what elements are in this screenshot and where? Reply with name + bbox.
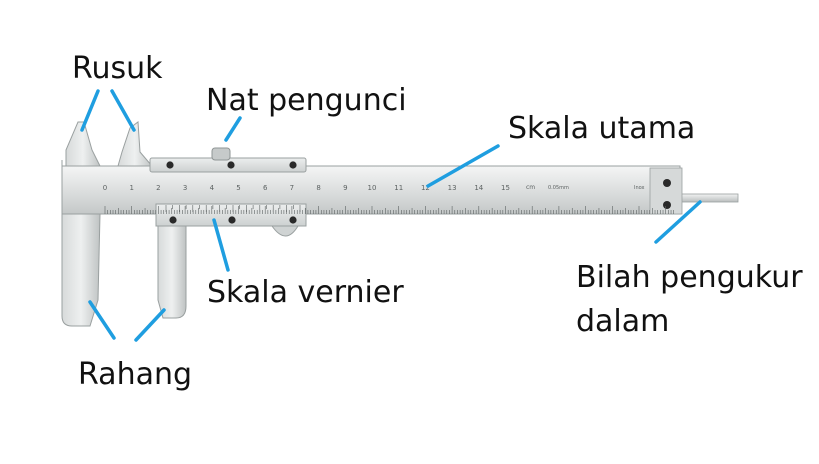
label-rusuk: Rusuk <box>72 51 163 86</box>
slider-screw <box>169 216 177 224</box>
main-scale-number: 14 <box>474 184 483 192</box>
slider-screw <box>289 161 297 169</box>
pointer-vernier <box>212 218 230 272</box>
label-nat-pengunci: Nat pengunci <box>206 83 407 118</box>
pointer-utama <box>426 144 500 188</box>
slider-screw <box>166 161 174 169</box>
label-rahang: Rahang <box>78 357 193 392</box>
vernier-plate <box>155 203 307 227</box>
main-scale-number: 0 <box>103 184 107 192</box>
pointer-rahang-left <box>88 300 116 340</box>
scale-resolution: 0.05mm <box>548 185 569 191</box>
label-bilah-line2: dalam <box>576 304 670 339</box>
label-skala-utama: Skala utama <box>508 111 696 146</box>
main-scale-number: 4 <box>210 184 215 192</box>
vernier-scale-ticks <box>165 205 301 212</box>
main-scale-number: 13 <box>448 184 457 192</box>
main-scale-number: 15 <box>501 184 510 192</box>
label-skala-vernier: Skala vernier <box>207 275 404 310</box>
slider-screw <box>289 216 297 224</box>
sliding-jaw <box>157 213 187 319</box>
pointer-rahang-right <box>134 308 166 342</box>
main-scale-number: 7 <box>290 184 294 192</box>
brand-mark: Inox <box>634 185 645 191</box>
slider-screw <box>228 216 236 224</box>
thumb-wheel <box>271 225 299 237</box>
end-screw-bottom <box>663 201 671 209</box>
pointer-bilah <box>654 200 702 244</box>
pointer-rusuk-left <box>80 89 100 132</box>
main-scale-number: 8 <box>316 184 320 192</box>
pointer-lines <box>80 89 702 342</box>
locking-screw <box>211 147 231 161</box>
slider-screw <box>227 161 235 169</box>
pointer-rusuk-right <box>110 89 136 132</box>
main-scale-ticks <box>104 206 675 214</box>
pointer-nat <box>224 116 242 142</box>
label-bilah-pengukur-dalam: Bilah pengukur dalam <box>576 256 803 344</box>
main-scale-number: 2 <box>156 184 160 192</box>
scale-unit: cm <box>526 184 535 191</box>
label-bilah-line1: Bilah pengukur <box>576 260 803 295</box>
fixed-jaw <box>61 160 101 327</box>
main-scale-number: 1 <box>129 184 133 192</box>
end-screw-top <box>663 179 671 187</box>
main-scale-number: 5 <box>236 184 240 192</box>
depth-rod <box>679 193 739 203</box>
main-scale-number: 6 <box>263 184 268 192</box>
main-scale-number: 12 <box>421 184 430 192</box>
main-scale-number: 11 <box>394 184 403 192</box>
main-scale-number: 3 <box>183 184 187 192</box>
main-scale-number: 9 <box>343 184 347 192</box>
main-scale-number: 10 <box>368 184 377 192</box>
